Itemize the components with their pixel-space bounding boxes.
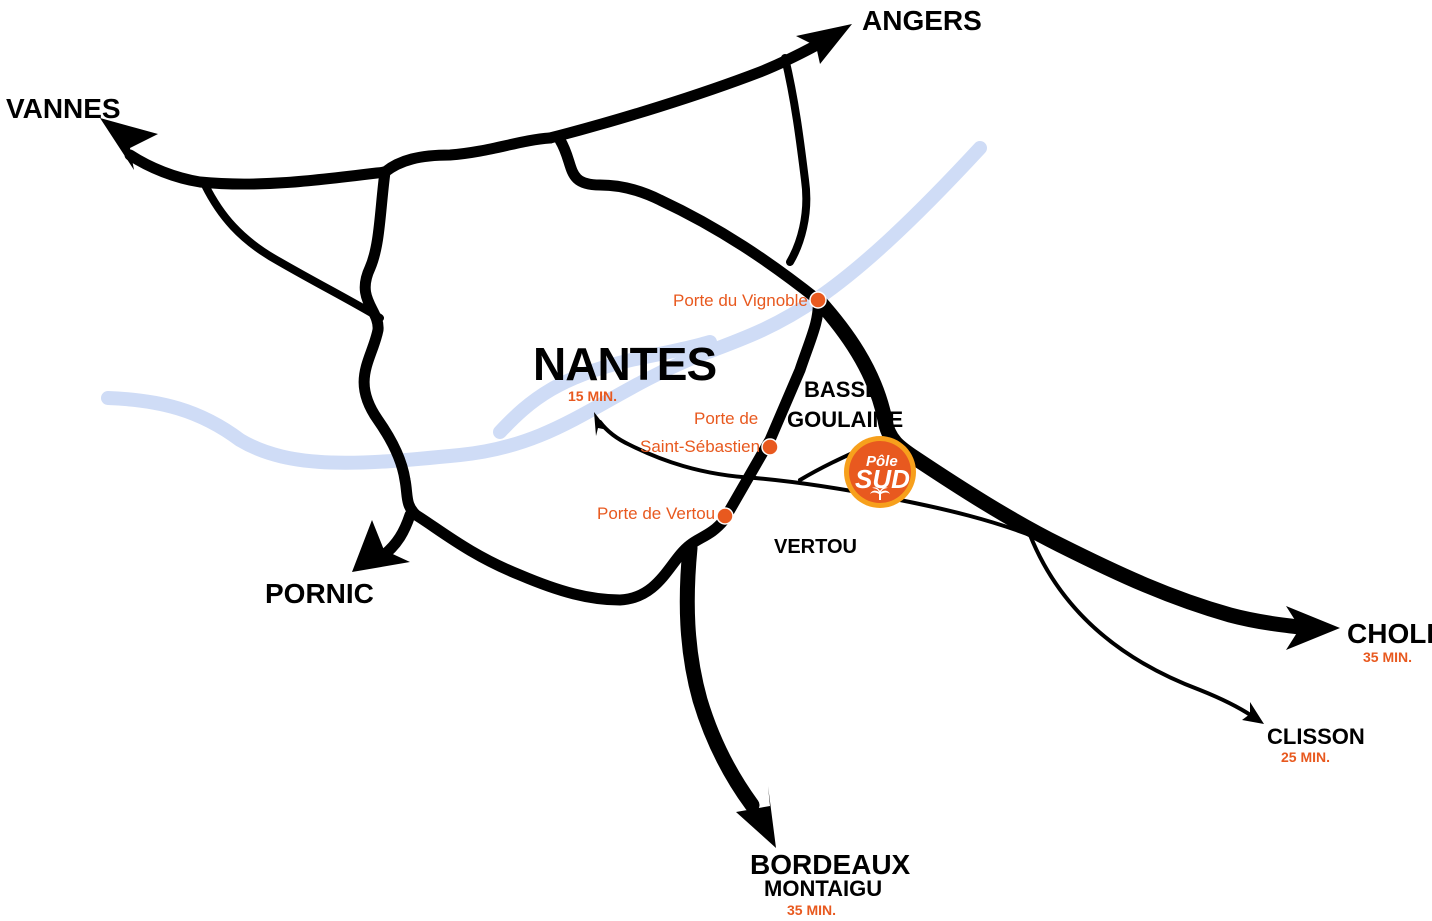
road-angers-link xyxy=(781,54,811,266)
label-porte-vertou: Porte de Vertou xyxy=(597,504,715,523)
road-clisson xyxy=(1028,533,1254,718)
road-vannes xyxy=(124,149,391,190)
label-porte-sebastien-2: Saint-Sébastien xyxy=(640,437,760,456)
label-vertou: VERTOU xyxy=(774,536,857,558)
label-bordeaux-time: 35 MIN. xyxy=(787,902,836,918)
label-cholet: CHOLET xyxy=(1347,618,1432,649)
arrow-nantes xyxy=(594,412,608,436)
label-nantes: NANTES xyxy=(533,338,716,390)
porte-vertou-marker[interactable] xyxy=(716,507,734,525)
label-cholet-time: 35 MIN. xyxy=(1363,649,1412,665)
road-cholet xyxy=(810,292,1316,636)
arrow-clisson xyxy=(1242,702,1264,724)
road-nantes-centre xyxy=(598,420,757,480)
ring-road-north xyxy=(379,132,556,178)
label-clisson: CLISSON xyxy=(1267,724,1365,749)
label-montaigu: MONTAIGU xyxy=(764,876,882,901)
label-bordeaux: BORDEAUX xyxy=(750,849,911,880)
arrow-bordeaux xyxy=(736,786,776,848)
ring-road-northeast xyxy=(554,134,824,306)
arrow-vannes xyxy=(100,118,158,170)
road-vannes-link xyxy=(201,181,384,322)
label-basse: BASSE xyxy=(804,377,880,402)
arrow-pornic xyxy=(352,520,410,572)
arrow-cholet xyxy=(1286,606,1340,650)
arrow-angers xyxy=(796,24,852,64)
logo-text-line1: Pôle xyxy=(866,453,898,470)
river-branch xyxy=(493,335,717,439)
label-goulaine: GOULAINE xyxy=(787,407,903,432)
porte-sebastien-marker[interactable] xyxy=(761,438,779,456)
pole-sud-logo[interactable]: Pôle SUD xyxy=(844,436,916,508)
logo-inner-disc xyxy=(849,441,911,503)
label-porte-sebastien-1: Porte de xyxy=(694,409,758,428)
loire-river xyxy=(101,141,987,470)
road-bordeaux xyxy=(679,540,760,813)
label-porte-vignoble: Porte du Vignoble xyxy=(673,291,808,310)
label-vannes: VANNES xyxy=(6,93,121,124)
label-nantes-time: 15 MIN. xyxy=(568,388,617,404)
porte-vignoble-marker[interactable] xyxy=(809,291,827,309)
label-clisson-time: 25 MIN. xyxy=(1281,749,1330,765)
road-angers xyxy=(544,40,821,144)
palm-tree-icon xyxy=(870,487,890,500)
label-angers: ANGERS xyxy=(862,5,982,36)
label-pornic: PORNIC xyxy=(265,578,374,609)
